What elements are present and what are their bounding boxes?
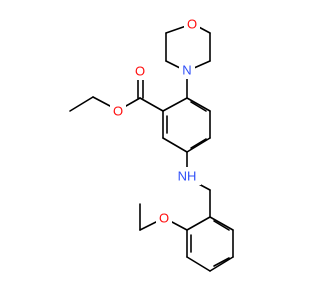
molecule-structure: O N O O NH O [69, 15, 234, 272]
bond-morpholine-c2-n [165, 60, 181, 69]
bond-ester-o-ch2 [92, 96, 111, 107]
bond-ring-inner-2 [190, 138, 207, 149]
morpholine-oxygen-label: O [187, 17, 197, 32]
bond-lower-b3-b4 [186, 256, 211, 272]
bond-ether-o-ch2 [139, 221, 157, 231]
bond-lower-b6-b1 [209, 216, 234, 231]
atom-carbonyl-oxygen: O [132, 62, 148, 80]
bond-ring-a6-a1 [186, 97, 211, 112]
bond-ring-a4-a5 [186, 137, 211, 153]
bond-lower-b4-b5 [209, 256, 234, 272]
amine-nh-label: NH [178, 169, 197, 184]
bond-lower-inner-3 [213, 220, 230, 231]
atom-ester-oxygen: O [110, 102, 126, 120]
bonds [69, 24, 234, 272]
bond-lower-ring-ether-o [171, 221, 188, 231]
bond-ring-carbonyl-c [139, 97, 164, 112]
morpholine-nitrogen-label: N [182, 63, 191, 78]
ester-oxygen-label: O [113, 104, 123, 119]
atom-amine-nh: NH [173, 167, 201, 185]
bond-ring-inner-3 [190, 101, 207, 112]
bond-carbonyl-c-ester-o [125, 97, 141, 107]
bond-morpholine-n-c3 [193, 60, 211, 69]
bond-lower-b1-b2 [186, 216, 211, 231]
bond-ring-a3-a4 [162, 137, 188, 153]
bond-ring-a1-a2 [162, 97, 188, 112]
bond-ethyl-ch2-ch3 [69, 96, 94, 112]
bond-lower-inner-2 [213, 257, 230, 267]
atom-labels: O N O O NH O [110, 15, 201, 227]
atom-ether-oxygen: O [156, 209, 172, 227]
carbonyl-oxygen-label: O [135, 64, 145, 79]
atom-morpholine-oxygen: O [184, 15, 200, 33]
atom-morpholine-nitrogen: N [179, 61, 195, 79]
ether-oxygen-label: O [159, 211, 169, 226]
